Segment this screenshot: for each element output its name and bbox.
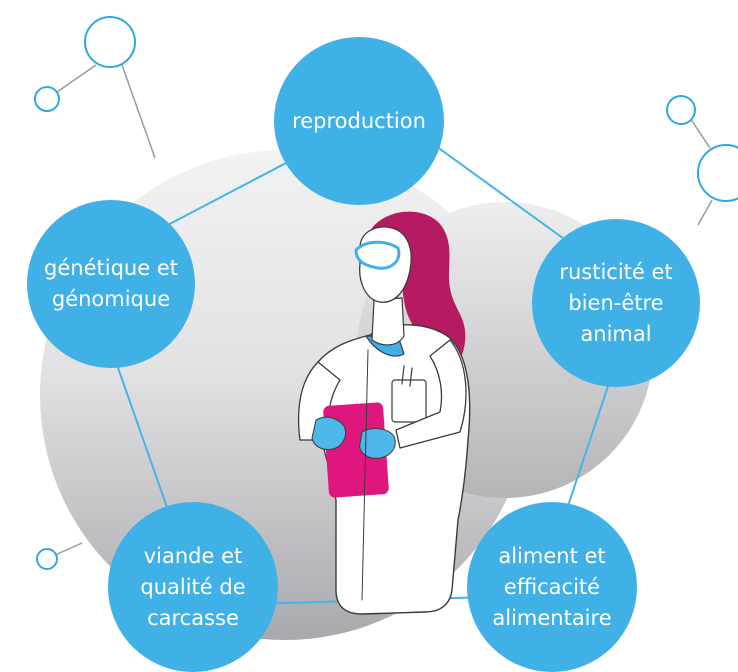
right-arm bbox=[395, 339, 467, 449]
node-rusticite-bien-etre: rusticité et bien-être animal bbox=[532, 219, 700, 387]
molecule-icon-small bbox=[36, 542, 83, 570]
coat-pocket bbox=[391, 379, 427, 423]
connector-rusticite-aliment bbox=[559, 364, 616, 531]
glove-left bbox=[311, 416, 347, 451]
node-aliment-efficacite: aliment et efficacité alimentaire bbox=[467, 502, 637, 672]
safety-goggles bbox=[354, 240, 401, 270]
node-reproduction: reproduction bbox=[274, 37, 444, 205]
neck bbox=[371, 297, 405, 346]
connector-genetique-viande bbox=[109, 344, 176, 531]
molecule-icon bbox=[34, 16, 156, 159]
glove-right bbox=[359, 428, 396, 459]
left-arm bbox=[297, 361, 341, 441]
scientist-illustration bbox=[297, 211, 471, 615]
node-viande-carcasse: viande et qualité de carcasse bbox=[108, 502, 278, 672]
node-genetique-genomique: génétique et génomique bbox=[27, 200, 195, 368]
molecule-icon-right bbox=[666, 95, 738, 226]
